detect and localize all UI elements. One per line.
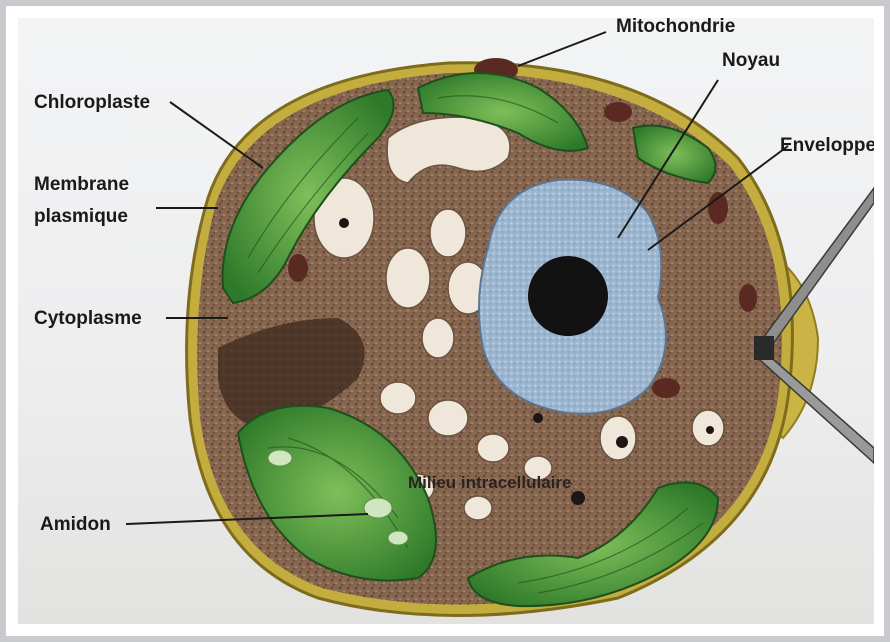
label-membrane-line1: Membrane [34, 174, 129, 195]
label-membrane-line2: plasmique [34, 206, 128, 227]
label-cytoplasme: Cytoplasme [34, 308, 142, 329]
label-chloroplaste: Chloroplaste [34, 92, 150, 113]
nucleolus [528, 256, 608, 336]
label-enveloppe: Enveloppe [780, 135, 874, 156]
label-mitochondrie: Mitochondrie [616, 18, 735, 37]
label-milieu-intracellulaire: Milieu intracellulaire [408, 473, 571, 492]
label-amidon: Amidon [40, 514, 111, 535]
cell-diagram: Mitochondrie Noyau Chloroplaste Envelopp… [18, 18, 874, 624]
label-noyau: Noyau [722, 50, 780, 71]
cell-micrograph: Mitochondrie Noyau Chloroplaste Envelopp… [18, 18, 874, 624]
